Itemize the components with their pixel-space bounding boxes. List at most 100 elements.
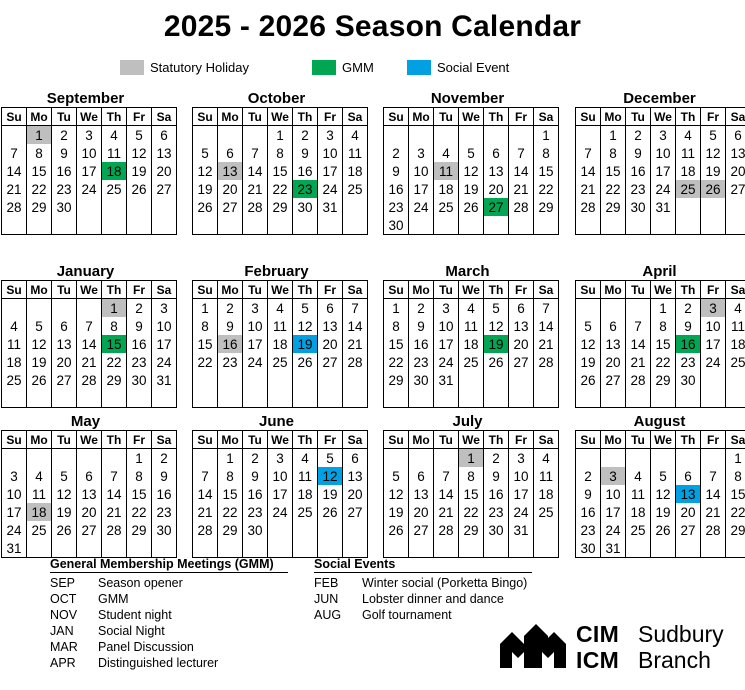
day-cell: 13 (408, 485, 434, 503)
weekday-header: We (76, 430, 102, 449)
day-cell (101, 216, 127, 235)
gmm-swatch (312, 60, 336, 75)
day-cell: 15 (267, 162, 293, 180)
day-cell: 16 (151, 485, 177, 503)
day-cell (625, 298, 651, 317)
day-cell: 10 (508, 467, 534, 485)
day-cell (408, 389, 434, 408)
weekday-header: Tu (625, 430, 651, 449)
day-cell: 6 (51, 317, 77, 335)
day-cell: 10 (433, 317, 459, 335)
day-cell: 16 (575, 503, 601, 521)
weekday-header: Fr (126, 107, 152, 126)
weekday-header: Fr (508, 107, 534, 126)
day-cell: 20 (217, 180, 243, 198)
day-cell: 28 (433, 521, 459, 539)
day-cell: 8 (126, 467, 152, 485)
day-cell: 9 (625, 144, 651, 162)
day-cell (76, 216, 102, 235)
day-cell: 13 (317, 317, 343, 335)
day-cell: 23 (217, 353, 243, 371)
day-cell (292, 521, 318, 539)
weekday-header: Th (292, 107, 318, 126)
note-text: GMM (98, 592, 129, 606)
day-cell: 13 (76, 485, 102, 503)
day-cell: 4 (675, 125, 701, 144)
day-cell: 13 (51, 335, 77, 353)
day-cell: 29 (533, 198, 559, 216)
day-cell: 10 (76, 144, 102, 162)
day-cell: 17 (600, 503, 626, 521)
day-cell (267, 539, 293, 558)
day-cell (51, 216, 77, 235)
day-cell: 11 (267, 317, 293, 335)
day-cell: 18 (458, 335, 484, 353)
day-cell: 12 (292, 317, 318, 335)
day-cell: 30 (151, 521, 177, 539)
weekday-header: Fr (700, 280, 726, 299)
weekday-header: Mo (217, 430, 243, 449)
day-cell: 18 (267, 335, 293, 353)
day-cell: 21 (508, 180, 534, 198)
day-cell: 1 (533, 125, 559, 144)
day-cell: 6 (151, 125, 177, 144)
day-cell: 25 (292, 503, 318, 521)
day-cell: 2 (217, 298, 243, 317)
day-cell: 12 (51, 485, 77, 503)
day-cell (458, 389, 484, 408)
day-cell (433, 389, 459, 408)
day-cell: 18 (533, 485, 559, 503)
day-cell: 18 (1, 353, 27, 371)
day-cell: 24 (151, 353, 177, 371)
weekday-header: Mo (408, 107, 434, 126)
day-cell: 19 (700, 162, 726, 180)
day-cell: 7 (342, 298, 368, 317)
day-cell: 14 (575, 162, 601, 180)
day-cell: 15 (458, 485, 484, 503)
day-cell: 18 (342, 162, 368, 180)
day-cell (508, 539, 534, 558)
day-cell: 8 (725, 467, 745, 485)
day-cell (151, 539, 177, 558)
day-cell: 3 (433, 298, 459, 317)
note-text: Winter social (Porketta Bingo) (362, 576, 528, 590)
day-cell (533, 521, 559, 539)
day-cell (76, 539, 102, 558)
day-cell (725, 216, 745, 235)
day-cell (483, 216, 509, 235)
day-cell: 20 (51, 353, 77, 371)
day-cell: 16 (625, 162, 651, 180)
weekday-header: Su (383, 107, 409, 126)
day-cell: 26 (650, 521, 676, 539)
day-cell: 2 (383, 144, 409, 162)
weekday-header: Tu (625, 280, 651, 299)
day-cell: 22 (267, 180, 293, 198)
weekday-header: Su (192, 430, 218, 449)
day-cell: 8 (26, 144, 52, 162)
day-cell: 22 (458, 503, 484, 521)
day-cell: 28 (101, 521, 127, 539)
weekday-header: Mo (600, 430, 626, 449)
weekday-header: We (650, 430, 676, 449)
weekday-header: Fr (317, 107, 343, 126)
day-cell: 16 (675, 335, 701, 353)
day-cell: 22 (600, 180, 626, 198)
day-cell: 1 (458, 448, 484, 467)
day-cell (458, 216, 484, 235)
day-cell: 15 (126, 485, 152, 503)
day-cell: 14 (700, 485, 726, 503)
day-cell: 4 (267, 298, 293, 317)
day-cell (1, 216, 27, 235)
day-cell: 11 (1, 335, 27, 353)
day-cell (433, 216, 459, 235)
note-text: Season opener (98, 576, 183, 590)
day-cell: 25 (26, 521, 52, 539)
day-cell: 17 (151, 335, 177, 353)
day-cell: 12 (575, 335, 601, 353)
social-swatch (407, 60, 431, 75)
